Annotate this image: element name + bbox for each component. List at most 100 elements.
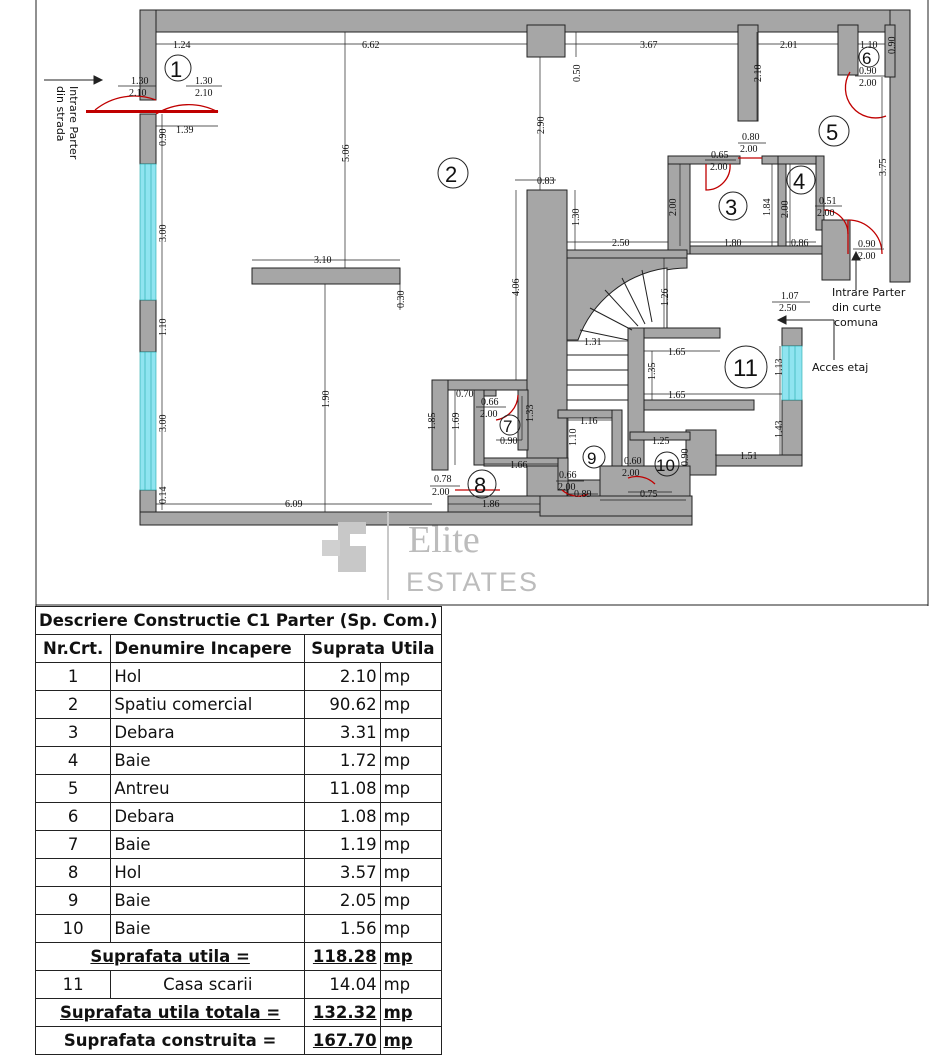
entry-yard-line1: Intrare Parter — [832, 286, 906, 299]
row-unit: mp — [379, 858, 442, 887]
dim-text: 1.26 — [660, 289, 671, 307]
row-area: 11.08 — [304, 774, 381, 803]
row-nr: 1 — [34, 662, 112, 691]
row-name: Baie — [110, 830, 306, 859]
room-10-label: 10 — [656, 456, 675, 475]
area-table: Descriere Constructie C1 Parter (Sp. Com… — [34, 606, 442, 1055]
dim-text: 3.67 — [640, 40, 658, 51]
door-dim: 2.00 — [622, 468, 640, 479]
stair-area: 14.04 — [304, 970, 381, 999]
room-11-label: 11 — [733, 355, 758, 382]
row-nr: 6 — [34, 802, 112, 831]
dim-text: 1.65 — [668, 390, 686, 401]
door-dim: 0.70 — [456, 389, 474, 400]
door-dim: 0.65 — [711, 150, 729, 161]
total-useful-unit: mp — [379, 998, 442, 1027]
door-dim: 2.00 — [432, 487, 450, 498]
door-dim: 2.00 — [480, 409, 498, 420]
dim-text: 0.75 — [640, 489, 658, 500]
dim-text: 1.33 — [525, 405, 536, 423]
row-nr: 4 — [34, 746, 112, 775]
dim-text: 0.90 — [500, 436, 518, 447]
room-9-label: 9 — [587, 449, 596, 468]
row-area: 90.62 — [304, 690, 381, 719]
row-name: Baie — [110, 914, 306, 943]
stair-row: 11 Casa scarii 14.04 mp — [34, 970, 442, 999]
total-built-label: Suprafata construita = — [34, 1026, 306, 1055]
dim-text: 0.89 — [574, 489, 592, 500]
door-dim: 2.00 — [558, 482, 576, 493]
dim-text: 3.00 — [158, 415, 169, 433]
header-nr: Nr.Crt. — [34, 634, 112, 663]
row-nr: 7 — [34, 830, 112, 859]
room-numbers — [164, 46, 880, 499]
door-dim: 2.10 — [129, 88, 147, 99]
windows — [139, 163, 803, 491]
subtotal-label: Suprafata utila = — [34, 942, 306, 971]
dim-text: 3.75 — [878, 159, 889, 177]
dim-text: 2.01 — [780, 40, 798, 51]
row-area: 2.05 — [304, 886, 381, 915]
staircase — [566, 267, 668, 401]
total-built-unit: mp — [379, 1026, 442, 1055]
dim-text: 1.90 — [321, 391, 332, 409]
row-unit: mp — [379, 802, 442, 831]
room-number-texts: 1 2 3 4 5 6 7 8 9 10 11 — [170, 49, 871, 498]
room-6-label: 6 — [862, 49, 871, 68]
dim-text: 6.09 — [285, 499, 303, 510]
dim-text: 2.90 — [536, 117, 547, 135]
dim-text: 1.85 — [427, 413, 438, 431]
row-name: Antreu — [110, 774, 306, 803]
doors — [88, 71, 887, 497]
row-unit: mp — [379, 914, 442, 943]
door-dim: 2.00 — [710, 162, 728, 173]
row-nr: 10 — [34, 914, 112, 943]
total-built-value: 167.70 — [304, 1026, 381, 1055]
subtotal-unit: mp — [379, 942, 442, 971]
room-1-label: 1 — [170, 57, 182, 82]
room-2-label: 2 — [445, 162, 457, 187]
total-built-row: Suprafata construita = 167.70 mp — [34, 1026, 442, 1055]
dim-text: 1.31 — [584, 337, 602, 348]
dimension-texts: 1.24 6.62 3.67 2.01 1.10 0.90 0.50 2.90 … — [158, 37, 898, 511]
row-name: Debara — [110, 718, 306, 747]
walls — [139, 9, 911, 526]
dim-text: 2.00 — [668, 199, 679, 217]
row-area: 3.57 — [304, 858, 381, 887]
door-dim: 0.51 — [819, 196, 837, 207]
dim-text: 0.30 — [396, 291, 407, 309]
row-unit: mp — [379, 774, 442, 803]
entry-arrows — [44, 75, 861, 360]
window-lines — [144, 164, 796, 490]
door-dim: 1.30 — [195, 76, 213, 87]
logo-icon — [338, 522, 366, 572]
row-nr: 9 — [34, 886, 112, 915]
subtotal-row: Suprafata utila = 118.28 mp — [34, 942, 442, 971]
door-dim: 0.80 — [742, 132, 760, 143]
room-3-label: 3 — [725, 195, 737, 220]
door-dim: 2.10 — [195, 88, 213, 99]
stair-nr: 11 — [34, 970, 112, 999]
door-texts: 1.30 2.10 1.30 2.10 0.80 2.00 0.90 2.00 … — [129, 66, 877, 498]
row-nr: 5 — [34, 774, 112, 803]
room-4-label: 4 — [793, 169, 805, 194]
floor-plan: 1.24 6.62 3.67 2.01 1.10 0.90 0.50 2.90 … — [35, 0, 929, 606]
arrow-icon — [851, 250, 861, 261]
room-7-label: 7 — [503, 417, 512, 436]
access-floor-label: Acces etaj — [812, 361, 868, 374]
total-useful-row: Suprafata utila totala = 132.32 mp — [34, 998, 442, 1027]
dim-text: 1.84 — [762, 199, 773, 217]
dim-text: 1.10 — [568, 429, 579, 447]
row-area: 1.72 — [304, 746, 381, 775]
arrow-icon — [93, 75, 104, 85]
row-name: Debara — [110, 802, 306, 831]
row-name: Spatiu comercial — [110, 690, 306, 719]
dim-text: 0.90 — [680, 449, 691, 467]
